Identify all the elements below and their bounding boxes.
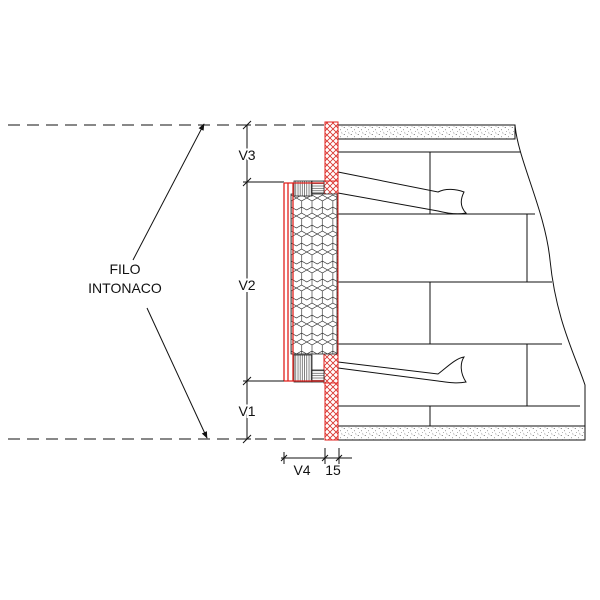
frame-assembly xyxy=(283,180,338,383)
masonry-wall xyxy=(337,124,586,441)
bottom-side-block xyxy=(311,369,325,383)
wall-outline xyxy=(338,124,586,441)
dashed-reference-lines xyxy=(8,124,325,440)
top-side-block xyxy=(311,180,325,194)
lower-arrow xyxy=(146,307,208,439)
top-plaster-band xyxy=(337,124,516,140)
red-frame-profile xyxy=(283,182,324,382)
bottom-frame-block xyxy=(293,354,313,383)
upper-anchor xyxy=(337,171,468,215)
bottom-plaster-band xyxy=(337,425,586,441)
label-v2: V2 xyxy=(238,277,255,293)
anchor-clamps xyxy=(337,171,468,384)
label-dim-15: 15 xyxy=(325,462,341,478)
vertical-dimension xyxy=(242,120,284,444)
label-v1: V1 xyxy=(238,403,255,419)
pointer-arrows xyxy=(132,123,208,439)
label-v4: V4 xyxy=(293,462,310,478)
lower-anchor xyxy=(337,356,467,384)
insulation-core xyxy=(290,193,338,355)
label-v3: V3 xyxy=(238,147,255,163)
label-filo: FILO xyxy=(109,261,140,277)
horizontal-dimension xyxy=(280,448,352,464)
upper-arrow xyxy=(132,123,205,261)
label-intonaco: INTONACO xyxy=(88,280,162,296)
